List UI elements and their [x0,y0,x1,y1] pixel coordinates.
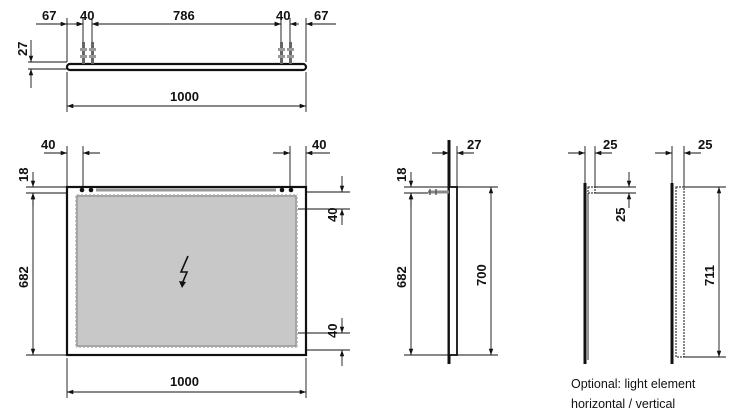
lightning-bolt-icon [179,255,189,288]
side-dim-depth: 27 [467,137,481,152]
front-dim-height: 682 [16,266,31,288]
top-dim-bracket-spacing: 786 [173,8,195,23]
detail-a-dim-height: 25 [613,208,628,222]
front-view: 40 40 18 682 40 40 1000 [16,137,350,398]
detail-b-light-element [675,186,685,358]
front-dim-light-top: 40 [325,208,340,222]
front-dim-right-inset: 40 [312,137,326,152]
top-dim-width: 1000 [170,89,199,104]
detail-b-dim-height: 711 [702,265,717,286]
front-dim-left-inset: 40 [41,137,55,152]
top-view: 67 40 786 40 67 27 1000 [15,8,336,112]
front-dim-light-bottom: 40 [325,324,340,338]
top-dim-right-offset: 67 [314,8,328,23]
top-dim-left-offset: 67 [42,8,56,23]
detail-b-dim-depth: 25 [698,137,712,152]
side-dim-top-offset: 18 [394,168,409,182]
detail-view: 25 25 25 711 Optional: light element hor… [568,137,726,411]
bracket-left [80,42,96,64]
front-dim-width: 1000 [170,374,199,389]
screw-top-right-2 [288,187,294,193]
mirror-top-profile [65,62,308,72]
bracket-right [278,42,294,64]
side-dim-mount-height: 682 [394,266,409,288]
side-mirror-profile [448,186,458,356]
detail-a-dim-depth: 25 [603,137,617,152]
screw-top-left-1 [79,187,85,193]
side-mount-screw [428,189,449,195]
top-dim-left-bracket: 40 [80,8,94,23]
mirror-glass [74,193,299,349]
screw-top-right-1 [279,187,285,193]
side-dim-height: 700 [474,264,489,286]
note-line-2: horizontal / vertical [571,397,675,411]
top-dim-right-bracket: 40 [276,8,290,23]
screw-top-left-2 [88,187,94,193]
note-line-1: Optional: light element [571,377,696,391]
side-view: 27 18 682 700 [394,137,498,364]
top-dim-depth: 27 [15,42,30,56]
front-dim-top-offset: 18 [16,168,31,182]
detail-a-light-element [587,186,596,194]
